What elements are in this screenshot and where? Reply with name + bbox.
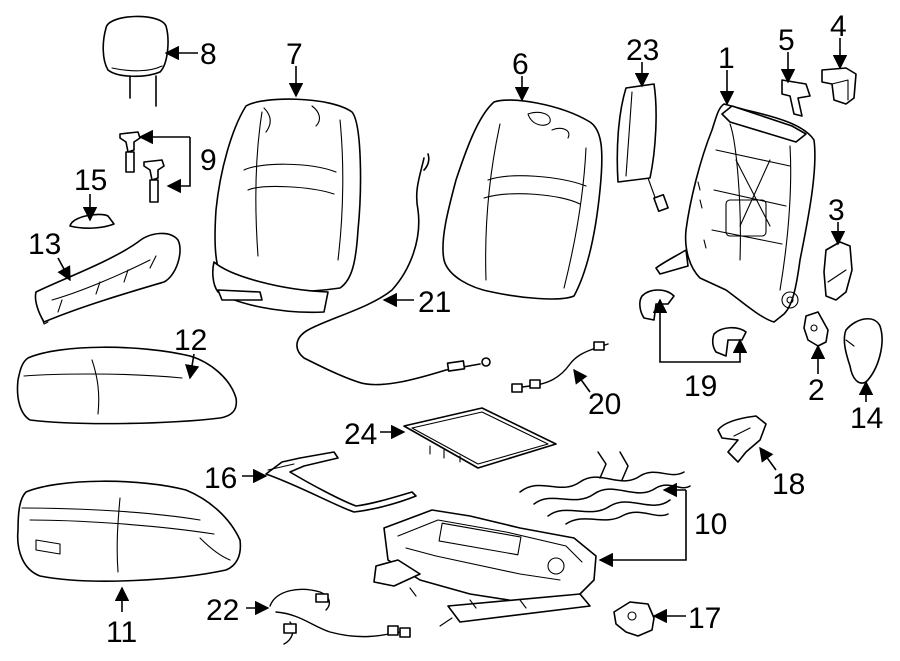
- recliner-cover: [843, 318, 883, 384]
- callout-16: 16: [204, 462, 237, 495]
- side-bracket: [823, 241, 853, 301]
- callout-1: 1: [718, 42, 735, 75]
- frame-cover-pair: [639, 289, 747, 357]
- seat-springs: [519, 451, 691, 525]
- upper-clip-right: [781, 79, 811, 117]
- wire-frame: [265, 451, 417, 513]
- leader-lines: [57, 38, 874, 624]
- headrest: [102, 15, 169, 107]
- lever-cover: [69, 213, 115, 229]
- callout-15: 15: [74, 164, 107, 197]
- callout-5: 5: [778, 24, 795, 57]
- seat-plate: [403, 407, 557, 469]
- hinge-cover: [803, 311, 829, 347]
- seat-back-frame: [655, 103, 816, 323]
- callout-11: 11: [106, 616, 137, 649]
- callout-10: 10: [694, 508, 727, 541]
- headrest-guide: [119, 131, 165, 203]
- callout-23: 23: [626, 34, 659, 67]
- callout-6: 6: [512, 48, 529, 81]
- callout-14: 14: [850, 402, 883, 435]
- callout-12: 12: [174, 324, 207, 357]
- wire-harness-upper: [511, 341, 609, 393]
- callout-2: 2: [808, 374, 825, 407]
- callout-21: 21: [418, 286, 451, 319]
- upper-clip-far-right: [821, 67, 857, 105]
- seat-cushion-pad: [16, 346, 238, 425]
- callout-17: 17: [688, 602, 721, 635]
- callout-24: 24: [344, 418, 377, 451]
- airbag-module: [616, 83, 669, 213]
- callout-3: 3: [828, 194, 845, 227]
- callout-labels: 1 2 3 4 5 6 7 8 9 10 11 12 13 14 15 16 1…: [28, 10, 883, 649]
- seat-cushion-cover: [16, 480, 242, 582]
- cable: [296, 153, 491, 386]
- seat-back-pad: [442, 99, 603, 300]
- callout-8: 8: [200, 38, 217, 71]
- lower-bracket: [613, 601, 655, 637]
- wire-harness-lower: [269, 588, 411, 645]
- cushion-bracket: [717, 415, 767, 463]
- callout-18: 18: [772, 468, 805, 501]
- callout-19: 19: [684, 370, 717, 403]
- callout-9: 9: [200, 144, 217, 177]
- callout-7: 7: [286, 38, 303, 71]
- callout-22: 22: [206, 594, 239, 627]
- callout-20: 20: [588, 388, 621, 421]
- seat-track-assembly: [373, 509, 597, 627]
- seat-back-cover: [212, 98, 362, 314]
- side-shield: [34, 232, 181, 325]
- callout-13: 13: [28, 228, 61, 261]
- callout-4: 4: [830, 10, 847, 43]
